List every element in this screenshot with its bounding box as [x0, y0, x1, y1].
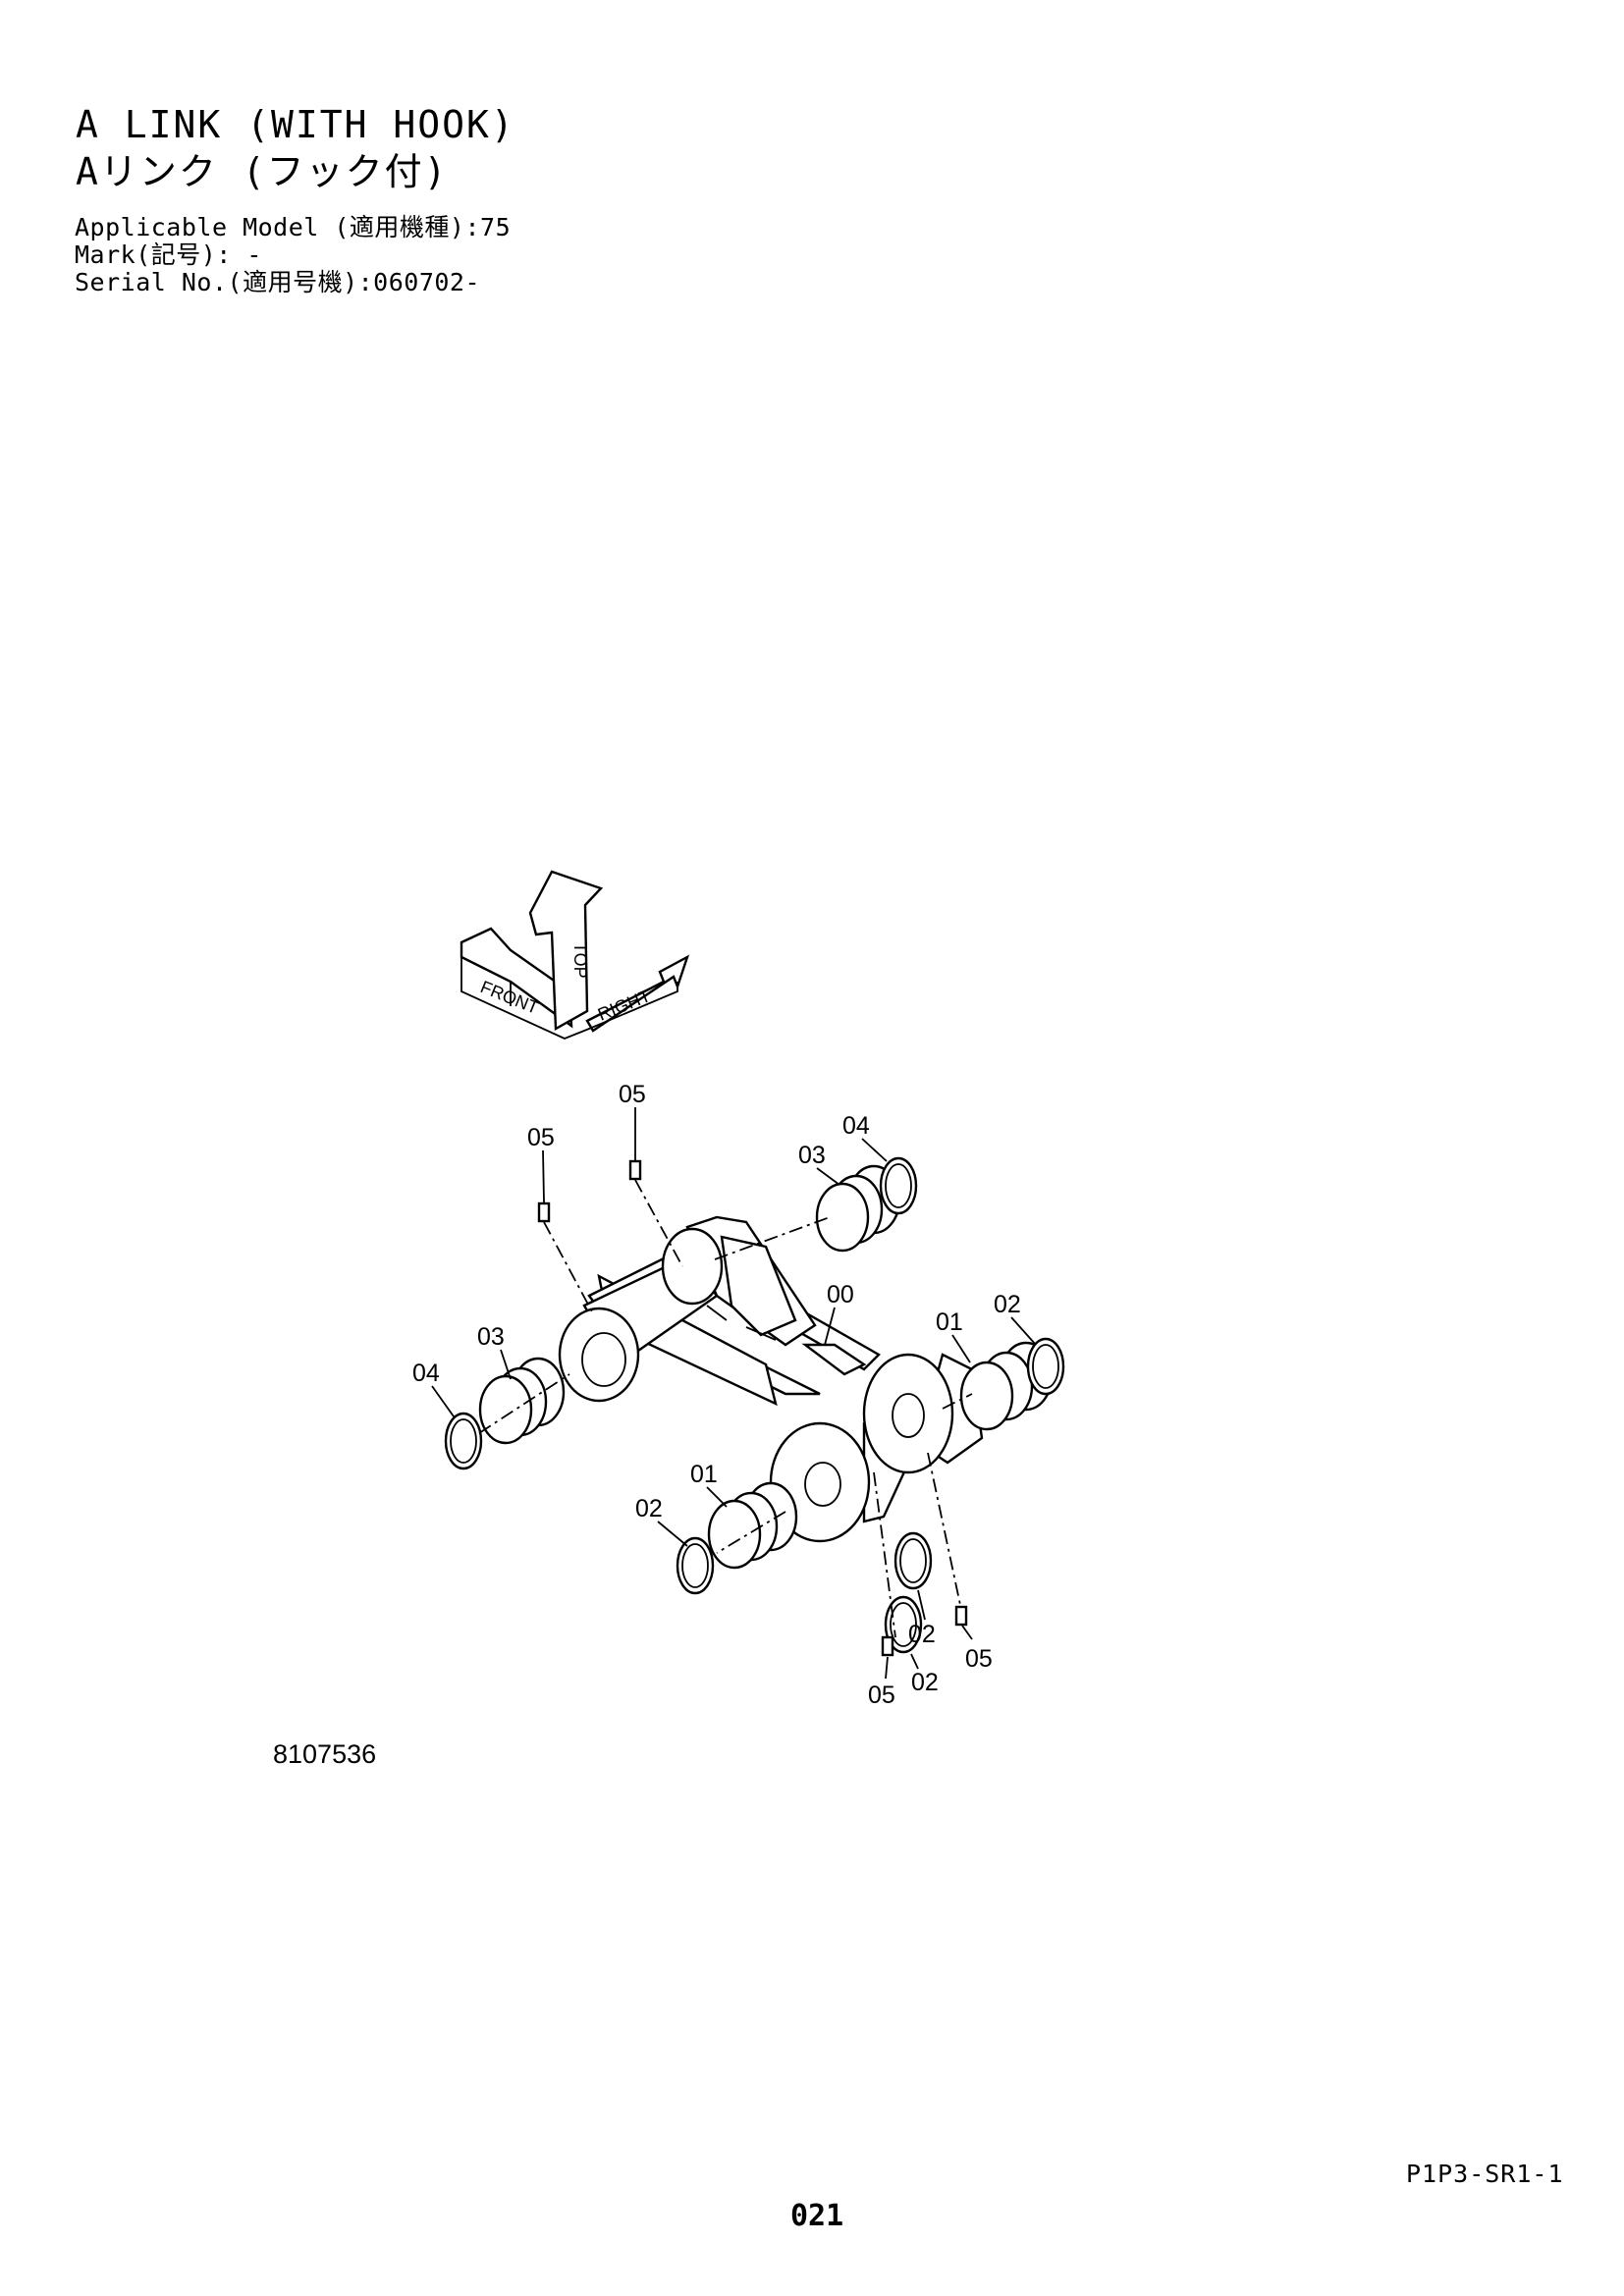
grease-fitting-05-top-left — [537, 1201, 551, 1223]
title-japanese: Aリンク (フック付) — [76, 150, 449, 193]
callout-02-lower: 02 — [635, 1495, 663, 1522]
top-right-boss — [661, 1227, 724, 1306]
callout-05-top-left: 05 — [527, 1124, 555, 1151]
page-reference: P1P3-SR1-1 — [1406, 2160, 1564, 2188]
drawing-number: 8107536 — [273, 1739, 377, 1769]
serial-number: Serial No.(適用号機):060702- — [75, 268, 481, 296]
callout-02-ring-a: 02 — [908, 1621, 936, 1648]
ring-02-b — [884, 1595, 923, 1654]
mark: Mark(記号): - — [75, 240, 262, 269]
applicable-model: Applicable Model (適用機種):75 — [75, 213, 512, 241]
ring-02-a — [893, 1531, 933, 1590]
callout-04-left: 04 — [412, 1360, 440, 1387]
orientation-indicator: FRONT TOP RIGHT — [460, 870, 690, 1040]
ring-02-right — [1026, 1337, 1065, 1396]
bushing-01-right — [959, 1341, 1054, 1431]
title-english: A LINK (WITH HOOK) — [76, 103, 515, 146]
ring-04-left — [444, 1412, 483, 1470]
bushing-03-left — [478, 1357, 566, 1445]
ring-04-top — [879, 1156, 918, 1215]
bushing-01-lower — [707, 1481, 798, 1570]
grease-fitting-05-top-right — [628, 1159, 642, 1181]
callout-04-top: 04 — [842, 1112, 870, 1140]
orientation-top-label: TOP — [570, 942, 590, 979]
exploded-parts-diagram: FRONT TOP RIGHT — [412, 870, 1065, 1709]
callout-02-ring-b: 02 — [911, 1669, 939, 1696]
grease-fitting-05-bottom-left — [881, 1635, 894, 1657]
ring-02-lower — [676, 1536, 715, 1595]
callout-03-top: 03 — [798, 1142, 826, 1169]
grease-fitting-05-bottom-right — [954, 1605, 968, 1627]
bushing-03-top — [815, 1164, 901, 1253]
orientation-right-label: RIGHT — [595, 986, 653, 1025]
callout-01-right: 01 — [936, 1308, 963, 1336]
assembly-axes — [478, 1179, 973, 1638]
callout-05-top-right: 05 — [619, 1081, 646, 1108]
callout-05-bottom-left: 05 — [868, 1682, 895, 1709]
callout-00: 00 — [827, 1281, 854, 1308]
callout-02-right: 02 — [994, 1291, 1021, 1318]
callout-01-lower: 01 — [690, 1461, 718, 1488]
callout-03-left: 03 — [477, 1323, 505, 1351]
callouts: 00 01 02 01 02 03 04 03 04 05 05 02 02 0… — [412, 1081, 1037, 1709]
page-number: 021 — [790, 2199, 844, 2233]
callout-05-bottom-right: 05 — [965, 1645, 993, 1673]
